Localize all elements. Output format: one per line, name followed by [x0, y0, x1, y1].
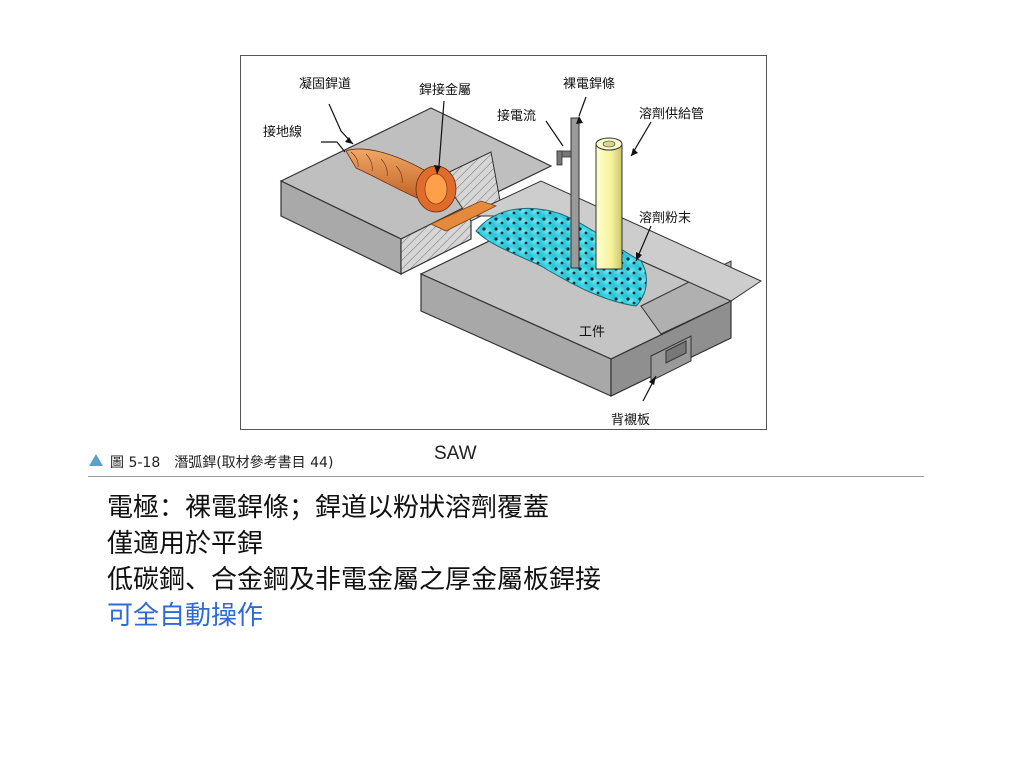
label-current-contact: 接電流 — [497, 108, 536, 124]
backing-plate — [650, 335, 692, 382]
bullet-line-4: 可全自動操作 — [107, 601, 264, 631]
arrowhead — [636, 252, 642, 261]
bullet-line-2: 僅適用於平銲 — [107, 529, 264, 559]
label-ground-wire: 接地線 — [263, 124, 302, 140]
bullet-line-3: 低碳鋼、合金鋼及非電金屬之厚金屬板銲接 — [107, 565, 602, 595]
arrowhead — [649, 376, 656, 385]
label-solidified-bead: 凝固銲道 — [299, 76, 351, 92]
caption-tag: SAW — [434, 443, 477, 464]
arrowhead — [345, 137, 353, 144]
caption-text: 圖 5-18 潛弧銲(取材參考書目 44) — [110, 455, 334, 471]
root-gap — [430, 200, 498, 232]
weld-bead — [345, 148, 457, 213]
label-bare-electrode: 裸電銲條 — [563, 77, 615, 92]
saw-diagram: 凝固銲道 銲接金屬 裸電銲條 接地線 接電流 溶劑供給管 溶劑粉末 工件 背襯板 — [263, 76, 763, 428]
triangle-marker-icon — [89, 454, 103, 466]
flux-feed-tube — [595, 137, 623, 270]
flux-powder — [475, 207, 647, 307]
label-workpiece: 工件 — [579, 325, 605, 340]
arrowhead — [434, 165, 441, 174]
saw-diagram-frame: 凝固銲道 銲接金屬 裸電銲條 接地線 接電流 溶劑供給管 溶劑粉末 工件 背襯板 — [240, 55, 767, 430]
arrowhead — [631, 148, 638, 156]
label-weld-metal: 銲接金屬 — [419, 82, 471, 98]
label-flux-feed-tube: 溶劑供給管 — [639, 106, 704, 122]
label-backing-plate: 背襯板 — [611, 412, 650, 428]
bullet-list: 電極：裸電銲條；銲道以粉狀溶劑覆蓋 僅適用於平銲 低碳鋼、合金鋼及非電金屬之厚金… — [107, 490, 927, 634]
label-flux-powder: 溶劑粉末 — [639, 210, 691, 226]
arrowhead — [576, 116, 583, 124]
caption-divider — [88, 476, 924, 477]
bare-electrode — [556, 117, 580, 269]
bullet-line-1: 電極：裸電銲條；銲道以粉狀溶劑覆蓋 — [107, 493, 550, 523]
